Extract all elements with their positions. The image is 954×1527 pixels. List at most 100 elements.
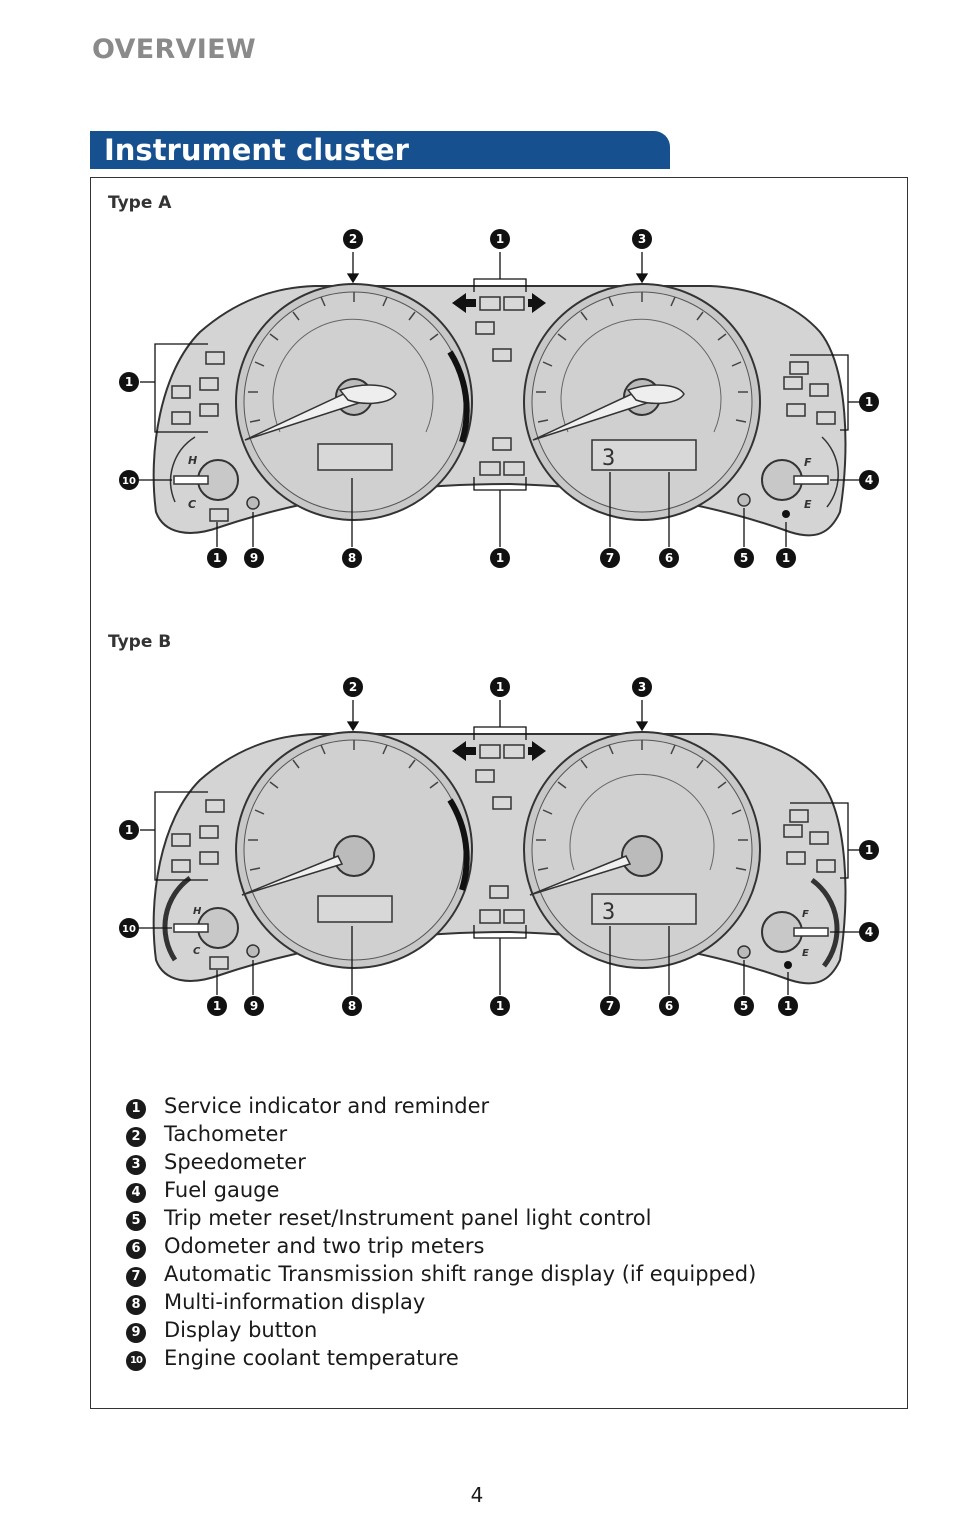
callout-bottom-1: 1 [213, 999, 221, 1013]
legend-number: 6 [126, 1239, 146, 1259]
legend-text: Fuel gauge [164, 1178, 280, 1202]
callout-bottom-7: 5 [740, 551, 748, 565]
callout-bottom-4: 1 [496, 999, 504, 1013]
callout-coolant: 10 [122, 476, 136, 487]
coolant-hot-letter: H [193, 906, 202, 917]
callout-bottom-8: 1 [782, 551, 790, 565]
cluster-type-b: 3 H C F E [90, 670, 908, 1030]
callout-bottom-7: 5 [740, 999, 748, 1013]
page-number: 4 [470, 1483, 484, 1507]
legend-number: 4 [126, 1183, 146, 1203]
legend-item: 7 Automatic Transmission shift range dis… [126, 1262, 826, 1290]
callout-bottom-5: 7 [606, 999, 614, 1013]
speedometer-gauge: 3 [523, 731, 761, 969]
callout-bottom-2: 9 [250, 551, 258, 565]
callout-bottom-8: 1 [784, 999, 792, 1013]
right-turn-arrow [528, 293, 546, 313]
legend-number: 2 [126, 1127, 146, 1147]
legend-item: 8 Multi-information display [126, 1290, 826, 1318]
callout-bottom-3: 8 [348, 999, 356, 1013]
shift-range-display: 3 [602, 900, 615, 925]
cluster-diagram-type-b: 3 H C F E [119, 677, 879, 1016]
legend-text: Display button [164, 1318, 318, 1342]
legend-text: Odometer and two trip meters [164, 1234, 485, 1258]
legend-item: 3 Speedometer [126, 1150, 826, 1178]
tachometer-gauge [235, 283, 473, 521]
legend-text: Tachometer [164, 1122, 288, 1146]
callout-speedometer: 3 [638, 680, 646, 694]
cluster-diagram-type-a: 3 H C [119, 229, 879, 568]
odometer-display [591, 893, 697, 925]
legend-number: 3 [126, 1155, 146, 1175]
trip-reset-button [737, 493, 751, 507]
legend-text: Service indicator and reminder [164, 1094, 490, 1118]
callout-fuel: 4 [865, 925, 873, 939]
legend-item: 5 Trip meter reset/Instrument panel ligh… [126, 1206, 826, 1234]
fuel-gauge: F E [737, 436, 839, 518]
legend-number: 10 [126, 1351, 146, 1371]
legend-text: Multi-information display [164, 1290, 426, 1314]
callout-bottom-1: 1 [213, 551, 221, 565]
fuel-empty-letter: E [802, 948, 809, 959]
callout-fuel: 4 [865, 473, 873, 487]
legend-text: Engine coolant temperature [164, 1346, 459, 1370]
legend-item: 1 Service indicator and reminder [126, 1094, 826, 1122]
left-turn-arrow [452, 741, 476, 761]
display-button [246, 496, 260, 510]
trip-reset-button [737, 945, 751, 959]
fuel-empty-letter: E [804, 498, 812, 511]
callout-bottom-4: 1 [496, 551, 504, 565]
callout-left-indicators: 1 [125, 823, 133, 837]
callout-top-indicators: 1 [496, 232, 504, 246]
type-b-label: Type B [108, 632, 172, 652]
right-turn-arrow [528, 741, 546, 761]
fuel-full-letter: F [804, 456, 812, 469]
coolant-gauge: H C [169, 436, 260, 511]
left-turn-arrow [452, 293, 476, 313]
legend-number: 7 [126, 1267, 146, 1287]
legend-item: 6 Odometer and two trip meters [126, 1234, 826, 1262]
indicator-lamps [171, 744, 836, 970]
multi-info-display [317, 443, 393, 471]
callout-right-indicators: 1 [865, 843, 873, 857]
page-title: Instrument cluster [104, 133, 409, 167]
type-a-label: Type A [108, 193, 172, 213]
callout-bottom-5: 7 [606, 551, 614, 565]
fuel-full-letter: F [802, 909, 809, 920]
callout-tachometer: 2 [349, 680, 357, 694]
section-label: OVERVIEW [92, 34, 256, 65]
coolant-gauge: H C [162, 875, 260, 962]
legend-number: 9 [126, 1323, 146, 1343]
callout-right-indicators: 1 [865, 395, 873, 409]
legend-text: Speedometer [164, 1150, 306, 1174]
coolant-cold-letter: C [188, 498, 196, 511]
legend-item: 10 Engine coolant temperature [126, 1346, 826, 1374]
callout-bottom-2: 9 [250, 999, 258, 1013]
legend-item: 2 Tachometer [126, 1122, 826, 1150]
callout-bottom-6: 6 [665, 551, 673, 565]
content-frame [90, 177, 908, 1409]
shift-range-display: 3 [602, 446, 615, 471]
coolant-cold-letter: C [193, 946, 201, 957]
tachometer-gauge [235, 731, 473, 969]
legend-text: Automatic Transmission shift range displ… [164, 1262, 757, 1286]
callout-left-indicators: 1 [125, 375, 133, 389]
legend-number: 8 [126, 1295, 146, 1315]
legend-item: 9 Display button [126, 1318, 826, 1346]
legend-text: Trip meter reset/Instrument panel light … [164, 1206, 652, 1230]
callout-bottom-6: 6 [665, 999, 673, 1013]
callout-tachometer: 2 [349, 232, 357, 246]
legend-number: 5 [126, 1211, 146, 1231]
coolant-hot-letter: H [188, 454, 197, 467]
display-button [246, 944, 260, 958]
odometer-display [591, 439, 697, 471]
fuel-gauge: F E [737, 877, 840, 969]
callout-coolant: 10 [122, 924, 136, 935]
callout-speedometer: 3 [638, 232, 646, 246]
legend-number: 1 [126, 1099, 146, 1119]
cluster-type-a: 3 H C [90, 222, 908, 582]
title-bar: Instrument cluster [90, 131, 670, 169]
legend-item: 4 Fuel gauge [126, 1178, 826, 1206]
callout-top-indicators: 1 [496, 680, 504, 694]
callout-bottom-3: 8 [348, 551, 356, 565]
